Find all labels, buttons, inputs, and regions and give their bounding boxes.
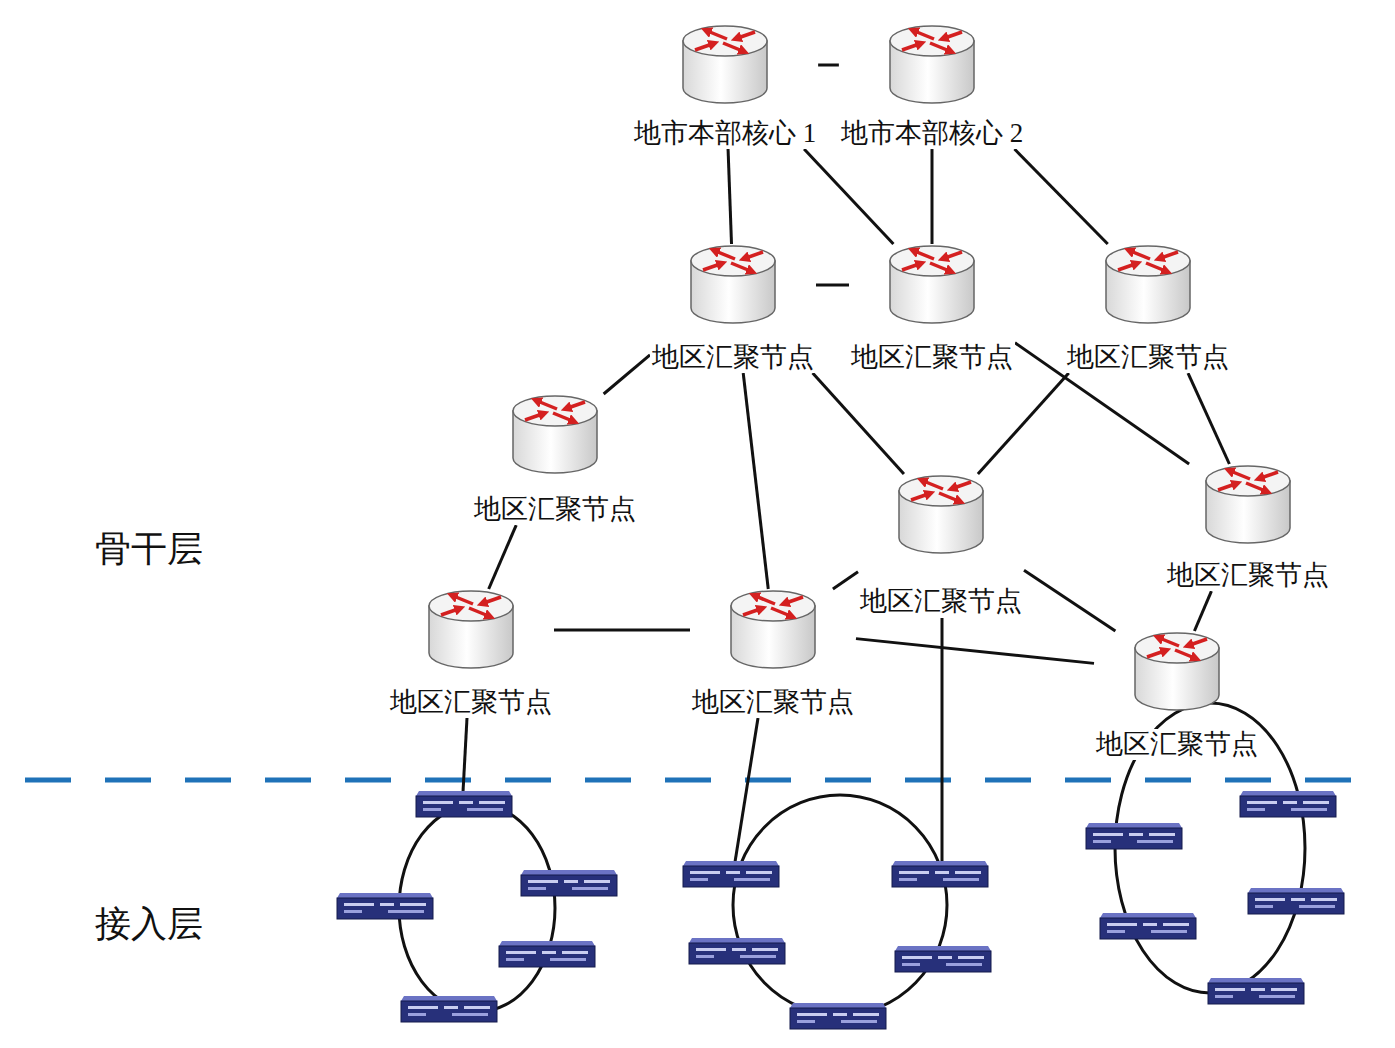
router-icon (888, 244, 976, 326)
access-ring (733, 795, 947, 1015)
aggregation-router: 地市本部核心 1 (632, 24, 818, 149)
network-link (978, 373, 1069, 474)
network-link (554, 629, 690, 632)
node-label: 地区汇聚节点 (849, 342, 1015, 373)
router-icon (511, 394, 599, 476)
router-icon (729, 589, 817, 671)
uplink-line (463, 718, 467, 792)
node-label: 地区汇聚节点 (1065, 342, 1231, 373)
network-link (604, 355, 650, 394)
router-icon (1133, 631, 1221, 713)
layer-divider (25, 778, 1375, 783)
network-link (1188, 373, 1229, 464)
router-icon (897, 474, 985, 556)
aggregation-router: 地区汇聚节点 (650, 244, 816, 373)
aggregation-router: 地市本部核心 2 (839, 24, 1025, 149)
node-label: 地区汇聚节点 (1094, 729, 1260, 760)
uplink-line (941, 618, 944, 862)
network-link (856, 639, 1094, 664)
node-label: 地区汇聚节点 (858, 586, 1024, 617)
network-link (833, 572, 858, 589)
network-link (1024, 570, 1115, 631)
node-label: 地市本部核心 2 (839, 118, 1025, 149)
node-label: 地区汇聚节点 (690, 687, 856, 718)
aggregation-router: 地区汇聚节点 (388, 589, 554, 718)
aggregation-router: 地区汇聚节点 (1094, 631, 1260, 760)
aggregation-router: 地区汇聚节点 (472, 394, 638, 525)
node-label: 地区汇聚节点 (650, 342, 816, 373)
network-link (489, 525, 517, 589)
router-icon (1204, 464, 1292, 546)
router-icon (681, 24, 769, 106)
network-link (1015, 149, 1108, 244)
layer-label: 接入层 (95, 903, 203, 946)
router-icon (1104, 244, 1192, 326)
node-label: 地区汇聚节点 (1165, 560, 1331, 591)
access-switches (337, 791, 1344, 1029)
network-link (1194, 591, 1211, 631)
aggregation-router: 地区汇聚节点 (690, 589, 856, 718)
node-label: 地区汇聚节点 (472, 494, 638, 525)
network-link (818, 64, 839, 67)
aggregation-router: 地区汇聚节点 (1065, 244, 1231, 373)
router-icon (427, 589, 515, 671)
node-label: 地市本部核心 1 (632, 118, 818, 149)
router-icon (689, 244, 777, 326)
router-icon (888, 24, 976, 106)
network-link (931, 149, 934, 244)
node-label: 地区汇聚节点 (388, 687, 554, 718)
network-link (743, 373, 768, 589)
network-link (804, 149, 893, 244)
network-link (813, 373, 904, 474)
aggregation-router: 地区汇聚节点 (1165, 464, 1331, 591)
uplink-line (735, 718, 758, 862)
network-link (728, 149, 731, 244)
aggregation-router: 地区汇聚节点 (849, 244, 1015, 373)
layer-label: 骨干层 (95, 528, 203, 571)
aggregation-router: 地区汇聚节点 (858, 474, 1024, 617)
network-link (816, 284, 849, 287)
